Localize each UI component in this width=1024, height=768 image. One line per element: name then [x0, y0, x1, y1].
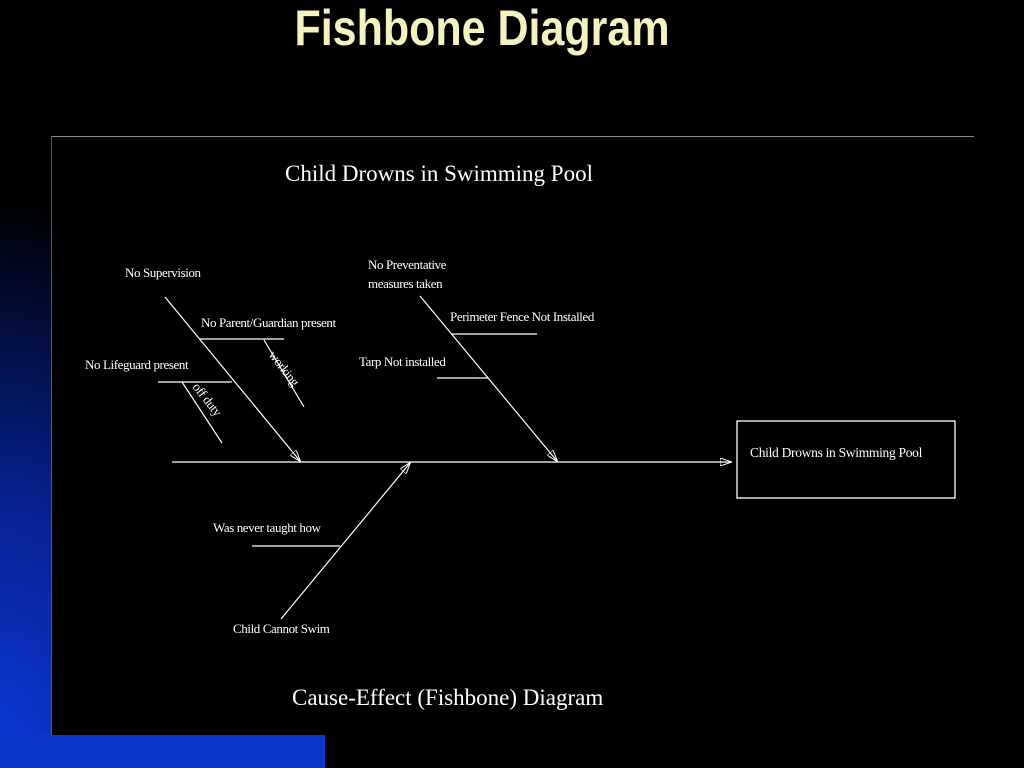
- sub-cause-label-lifeguard: No Lifeguard present: [85, 357, 189, 372]
- cause-label-supervision: No Supervision: [125, 265, 202, 280]
- fishbone-diagram-svg: Child Drowns in Swimming Pool Cause-Effe…: [85, 161, 956, 710]
- detail-label-off-duty: off duty: [190, 380, 226, 420]
- diagram-footer: Cause-Effect (Fishbone) Diagram: [292, 685, 603, 710]
- effect-label: Child Drowns in Swimming Pool: [750, 445, 923, 460]
- cause-label-preventative-line1: No Preventative: [368, 257, 447, 272]
- sub-cause-label-parent: No Parent/Guardian present: [201, 315, 337, 330]
- slide-title: Fishbone Diagram: [294, 0, 670, 56]
- bone-swim: [280, 463, 410, 620]
- bone-preventative: [419, 295, 557, 461]
- detail-line-working: [263, 339, 305, 408]
- detail-label-working: working: [266, 348, 303, 390]
- sub-cause-label-fence: Perimeter Fence Not Installed: [450, 309, 595, 324]
- cause-label-swim: Child Cannot Swim: [233, 621, 330, 636]
- effect-box: [736, 420, 956, 499]
- fishbone-diagram: Child Drowns in Swimming Pool Cause-Effe…: [51, 136, 974, 735]
- detail-line-off-duty: [181, 381, 223, 444]
- cause-label-preventative-line2: measures taken: [368, 276, 443, 291]
- sub-cause-label-taught: Was never taught how: [213, 520, 322, 535]
- bone-supervision: [164, 296, 300, 461]
- diagram-header: Child Drowns in Swimming Pool: [285, 161, 593, 186]
- slide-accent-band: [0, 733, 325, 768]
- sub-cause-label-tarp: Tarp Not installed: [359, 354, 446, 369]
